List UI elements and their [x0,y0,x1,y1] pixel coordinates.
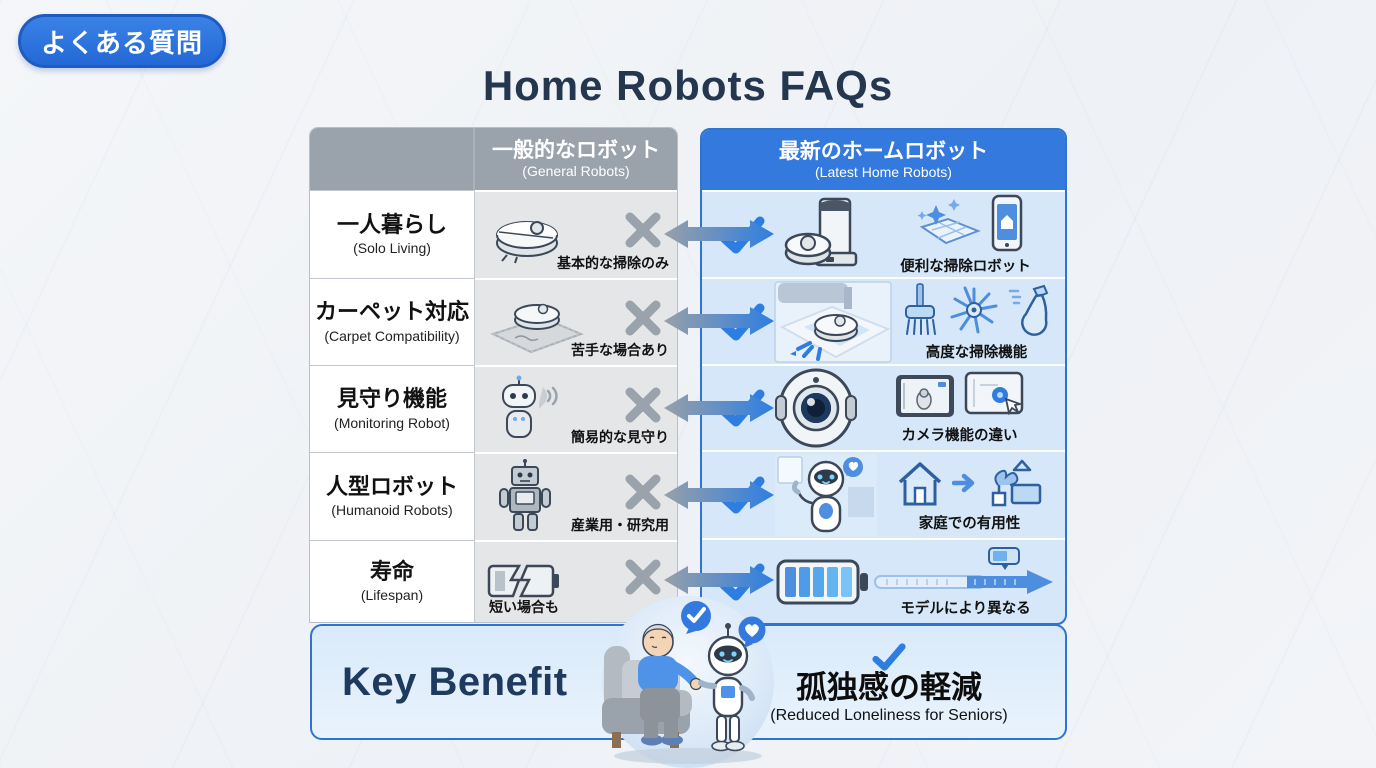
latest-robots-header: 最新のホームロボット (Latest Home Robots) [702,130,1065,190]
latest-note: 便利な掃除ロボット [900,258,1031,275]
row-label-lifespan: 寿命 (Lifespan) [310,540,475,622]
broken-battery-icon [487,564,559,598]
latest-note: 高度な掃除機能 [925,344,1028,361]
row-label-humanoid: 人型ロボット (Humanoid Robots) [310,452,475,540]
robot-vacuum-icon [496,221,558,264]
general-note: 簡易的な見守り [571,429,669,445]
robot-on-carpet-icon [490,303,584,353]
dock-station-robot-icon [784,197,858,266]
general-note: 短い場合も [489,599,559,615]
robot-carpet-scene [774,280,892,363]
row-label-ja: 見守り機能 [336,386,447,412]
latest-detail: 便利な掃除ロボット [870,194,1065,276]
row-label-solo-living: 一人暮らし (Solo Living) [310,190,475,278]
industrial-robot-icon [499,459,551,531]
general-robots-panel: 一般的なロボット (General Robots) 一人暮らし (Solo Li… [310,128,677,622]
latest-detail: カメラ機能の違い [858,371,1065,445]
compare-arrow-icon [664,220,774,248]
key-benefit-detail: 孤独感の軽減 (Reduced Loneliness for Seniors) [739,634,1039,734]
compare-arrow-icon [664,307,774,335]
general-robots-header-text: 一般的なロボット (General Robots) [475,128,677,190]
key-benefit-label: Key Benefit [342,659,568,704]
table-row: 家庭での有用性 [702,450,1065,538]
check-bubble-icon [681,601,711,634]
general-robots-header: 一般的なロボット (General Robots) [310,128,677,190]
heart-bubble-icon [738,616,766,648]
benefit-check-icon [872,643,906,671]
general-header-ja: 一般的なロボット [492,138,660,162]
row-label-carpet: カーペット対応 (Carpet Compatibility) [310,278,475,365]
latest-detail: 家庭での有用性 [878,457,1065,533]
row-label-en: (Monitoring Robot) [334,414,450,431]
latest-header-ja: 最新のホームロボット [778,139,989,163]
header-corner-cell [310,128,475,190]
table-row: 見守り機能 (Monitoring Robot) [310,365,677,452]
table-row: 一人暮らし (Solo Living) [310,190,677,278]
row-label-ja: 一人暮らし [336,211,447,237]
friendly-robot-scene [775,454,877,536]
general-cell-humanoid: 産業用・研究用 [475,452,677,540]
general-note: 産業用・研究用 [571,517,669,533]
general-cell-monitoring: 簡易的な見守り [475,365,677,452]
cross-icon [625,212,661,248]
row-label-monitoring: 見守り機能 (Monitoring Robot) [310,365,475,452]
tablet-monitor-icon [895,375,954,417]
latest-robots-panel: 最新のホームロボット (Latest Home Robots) [700,128,1067,625]
cross-icon [625,300,661,335]
compare-arrow-icon [664,566,774,594]
right-arrow-icon [951,473,974,493]
camera-lens-icon [775,368,857,448]
comparison-table: 一般的なロボット (General Robots) 一人暮らし (Solo Li… [310,128,1067,740]
row-label-en: (Solo Living) [353,240,431,257]
latest-header-en: (Latest Home Robots) [815,164,952,181]
table-row: カーペット対応 (Carpet Compatibility) [310,278,677,365]
latest-note: カメラ機能の違い [901,428,1018,444]
table-row: 人型ロボット (Humanoid Robots) [310,452,677,540]
smartphone-home-icon [991,194,1022,251]
general-note: 基本的な掃除のみ [557,255,669,271]
latest-note: モデルにより異なる [900,600,1031,617]
latest-detail: 高度な掃除機能 [892,282,1065,362]
table-row: モデルにより異なる [702,538,1065,623]
faq-badge-label: よくある質問 [40,27,203,58]
house-icon [898,462,941,506]
small-robot-icon [502,375,558,438]
general-note: 苦手な場合あり [571,342,669,358]
cross-icon [625,387,661,422]
table-row: カメラ機能の違い [702,364,1065,450]
compare-arrow-icon [664,481,774,509]
general-cell-lifespan: 短い場合も [475,540,677,622]
cross-icon [625,559,661,595]
benefit-text-en: (Reduced Loneliness for Seniors) [770,707,1008,725]
spin-brush-icon [950,286,997,333]
senior-with-robot-illustration [602,596,774,768]
broom-icon [904,282,936,335]
general-cell-carpet: 苦手な場合あり [475,278,677,365]
row-label-en: (Lifespan) [360,587,424,604]
spray-bottle-icon [1008,284,1048,336]
latest-detail: モデルにより異なる [870,546,1065,618]
row-label-ja: カーペット対応 [314,299,469,325]
sparkle-floor-icon [917,198,981,244]
benefit-text-ja: 孤独感の軽減 [796,669,982,705]
tablet-cursor-icon [964,371,1023,416]
general-header-en: (General Robots) [522,163,630,180]
general-cell-solo-living: 基本的な掃除のみ [475,190,677,278]
latest-note: 家庭での有用性 [918,516,1021,532]
row-label-ja: 寿命 [369,558,414,584]
cross-icon [625,474,661,510]
table-row: 寿命 (Lifespan) 短い場合も [310,540,677,622]
row-label-en: (Carpet Compatibility) [324,327,460,344]
row-label-ja: 人型ロボット [325,473,458,499]
full-battery-icon [776,559,868,604]
table-row: 高度な掃除機能 [702,277,1065,364]
compare-arrow-icon [664,394,774,422]
plant-home-icon [991,459,1041,507]
model-range-slider-icon [873,546,1053,594]
page-title: Home Robots FAQs [482,62,894,109]
row-label-en: (Humanoid Robots) [331,502,453,519]
faq-badge-button[interactable]: よくある質問 [18,14,226,68]
